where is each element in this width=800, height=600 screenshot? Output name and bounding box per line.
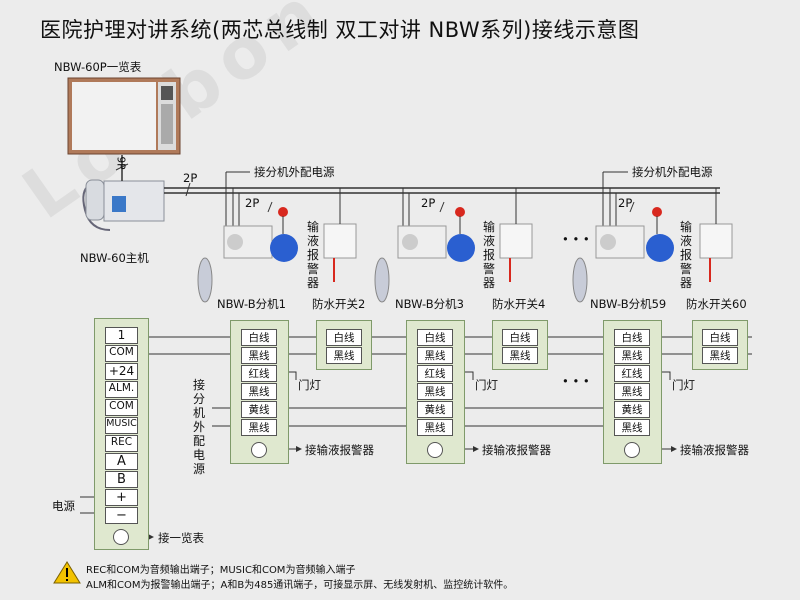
wire-2p-unit2: 2P	[421, 196, 436, 210]
unit-1-terminal-label: NBW-B分机1	[217, 297, 286, 311]
host-terminal-rec: REC	[105, 435, 138, 452]
unit-3-terminal-panel: 白线 黑线 红线 黑线 黄线 黑线	[603, 320, 662, 464]
unit-3-switch-black: 黑线	[702, 347, 738, 364]
unit-1-switch-black: 黑线	[326, 347, 362, 364]
unit-2-devices	[374, 188, 533, 303]
unit-2-switch-white: 白线	[502, 329, 538, 346]
display-board-label: NBW-60P一览表	[54, 60, 142, 74]
unit-1-term-black-2: 黑线	[241, 383, 277, 400]
power-input-label: 电源	[52, 499, 75, 513]
ext-power-vertical-label: 接分机外配电源	[192, 378, 205, 476]
unit-1-term-red: 红线	[241, 365, 277, 382]
unit-3-term-black-3: 黑线	[614, 419, 650, 436]
host-terminal-minus: −	[105, 507, 138, 524]
display-connect-label: 接一览表	[158, 531, 204, 545]
alarm-vertical-label-1: 输液报警器	[306, 220, 319, 290]
unit-2-terminal-panel: 白线 黑线 红线 黑线 黄线 黑线	[406, 320, 465, 464]
diagram-title: 医院护理对讲系统(两芯总线制 双工对讲 NBW系列)接线示意图	[40, 18, 640, 42]
unit-1-switch-panel: 白线 黑线	[316, 320, 372, 370]
unit-2-term-yellow: 黄线	[417, 401, 453, 418]
unit-3-terminal-label: NBW-B分机59	[590, 297, 667, 311]
unit-3-switch-panel: 白线 黑线	[692, 320, 748, 370]
unit-1-alarm-connector-icon	[251, 442, 267, 458]
host-terminal-1: 1	[105, 327, 138, 344]
display-board-device	[67, 77, 181, 155]
unit-3-alarm-connector-icon	[624, 442, 640, 458]
alarm-vertical-label-3: 输液报警器	[679, 220, 692, 290]
unit-2-term-black-3: 黑线	[417, 419, 453, 436]
unit-2-term-red: 红线	[417, 365, 453, 382]
host-terminal-b: B	[105, 471, 138, 488]
unit-2-switch-black: 黑线	[502, 347, 538, 364]
unit-1-terminal-panel: 白线 黑线 红线 黑线 黄线 黑线	[230, 320, 289, 464]
note-line-1: REC和COM为音频输出端子；MUSIC和COM为音频输入端子	[86, 565, 356, 576]
unit-1-term-yellow: 黄线	[241, 401, 277, 418]
host-terminal-com-2: COM	[105, 399, 138, 416]
host-device	[82, 179, 165, 231]
unit-3-term-black-2: 黑线	[614, 383, 650, 400]
unit-2-term-black-1: 黑线	[417, 347, 453, 364]
host-terminal-alm: ALM.	[105, 381, 138, 398]
unit-1-switch-label: 防水开关2	[312, 297, 366, 311]
host-label: NBW-60主机	[80, 251, 149, 265]
host-terminal-com: COM	[105, 345, 138, 362]
door-light-label-1: 门灯	[298, 378, 321, 392]
unit-1-switch-white: 白线	[326, 329, 362, 346]
wire-9p-label: 9P	[114, 156, 127, 170]
unit-3-term-yellow: 黄线	[614, 401, 650, 418]
door-light-label-3: 门灯	[672, 378, 695, 392]
unit-3-devices	[572, 188, 733, 303]
unit-1-term-black-1: 黑线	[241, 347, 277, 364]
power-label-1: 接分机外配电源	[254, 165, 335, 179]
continuation-dots-top: • • •	[562, 232, 590, 246]
unit-3-term-black-1: 黑线	[614, 347, 650, 364]
unit-2-term-white: 白线	[417, 329, 453, 346]
unit-2-term-black-2: 黑线	[417, 383, 453, 400]
unit-3-switch-label: 防水开关60	[686, 297, 747, 311]
unit-1-term-black-3: 黑线	[241, 419, 277, 436]
unit-1-term-white: 白线	[241, 329, 277, 346]
wire-2p-unit1: 2P	[245, 196, 260, 210]
alarm-connect-label-1: 接输液报警器	[305, 443, 374, 457]
unit-2-terminal-label: NBW-B分机3	[395, 297, 464, 311]
unit-3-switch-white: 白线	[702, 329, 738, 346]
alarm-connect-label-3: 接输液报警器	[680, 443, 749, 457]
continuation-dots-bottom: • • •	[562, 374, 590, 388]
host-terminal-music: MUSIC	[105, 417, 138, 434]
note-line-2: ALM和COM为报警输出端子；A和B为485通讯端子，可接显示屏、无线发射机、监…	[86, 580, 514, 591]
power-label-2: 接分机外配电源	[632, 165, 713, 179]
unit-3-term-red: 红线	[614, 365, 650, 382]
warning-icon	[53, 561, 81, 584]
host-terminal-24v: +24	[105, 363, 138, 380]
unit-2-switch-label: 防水开关4	[492, 297, 546, 311]
wire-2p-main-label: 2P	[183, 171, 198, 185]
host-terminal-a: A	[105, 453, 138, 470]
unit-1-devices	[197, 188, 357, 303]
host-terminal-plus: +	[105, 489, 138, 506]
door-light-label-2: 门灯	[475, 378, 498, 392]
display-connector-icon	[113, 529, 129, 545]
unit-2-alarm-connector-icon	[427, 442, 443, 458]
unit-2-switch-panel: 白线 黑线	[492, 320, 548, 370]
unit-3-term-white: 白线	[614, 329, 650, 346]
alarm-connect-label-2: 接输液报警器	[482, 443, 551, 457]
wire-2p-unit3: 2P	[618, 196, 633, 210]
alarm-vertical-label-2: 输液报警器	[482, 220, 495, 290]
host-terminal-panel: 1 COM +24 ALM. COM MUSIC REC A B + −	[94, 318, 149, 550]
